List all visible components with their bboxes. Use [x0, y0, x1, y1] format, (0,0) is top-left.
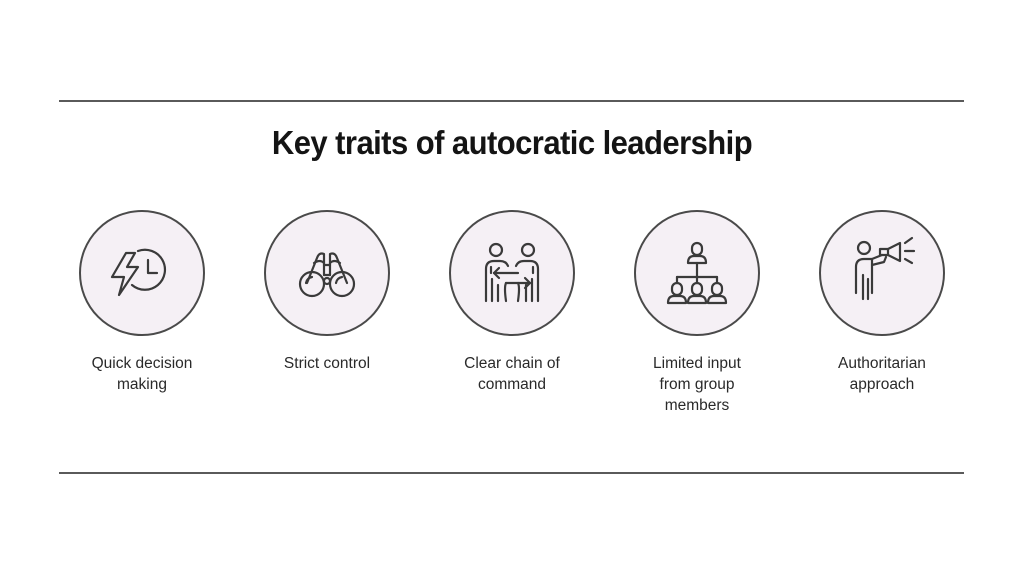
bottom-divider	[59, 472, 964, 474]
trait-icon-circle	[634, 210, 760, 336]
trait-clear-chain-of-command: Clear chain of command	[427, 210, 597, 395]
people-exchange-icon	[484, 242, 540, 303]
lightning-clock-icon	[110, 248, 166, 297]
trait-authoritarian-approach: Authoritarian approach	[797, 210, 967, 395]
top-divider	[59, 100, 964, 102]
binoculars-icon	[298, 252, 356, 298]
trait-label: Authoritarian approach	[838, 355, 926, 393]
trait-icon-circle	[819, 210, 945, 336]
trait-quick-decision-making: Quick decision making	[57, 210, 227, 395]
trait-label: Quick decision making	[91, 355, 193, 393]
trait-icon-circle	[449, 210, 575, 336]
trait-icon-circle	[79, 210, 205, 336]
trait-icon-circle	[264, 210, 390, 336]
person-megaphone-icon	[854, 236, 916, 301]
page-title: Key traits of autocratic leadership	[271, 124, 753, 161]
trait-label: Limited input from group members	[653, 355, 741, 414]
trait-strict-control: Strict control	[242, 210, 412, 374]
hierarchy-icon	[666, 241, 728, 305]
trait-label: Clear chain of command	[464, 355, 560, 393]
trait-label: Strict control	[283, 355, 371, 372]
trait-limited-input: Limited input from group members	[612, 210, 782, 416]
